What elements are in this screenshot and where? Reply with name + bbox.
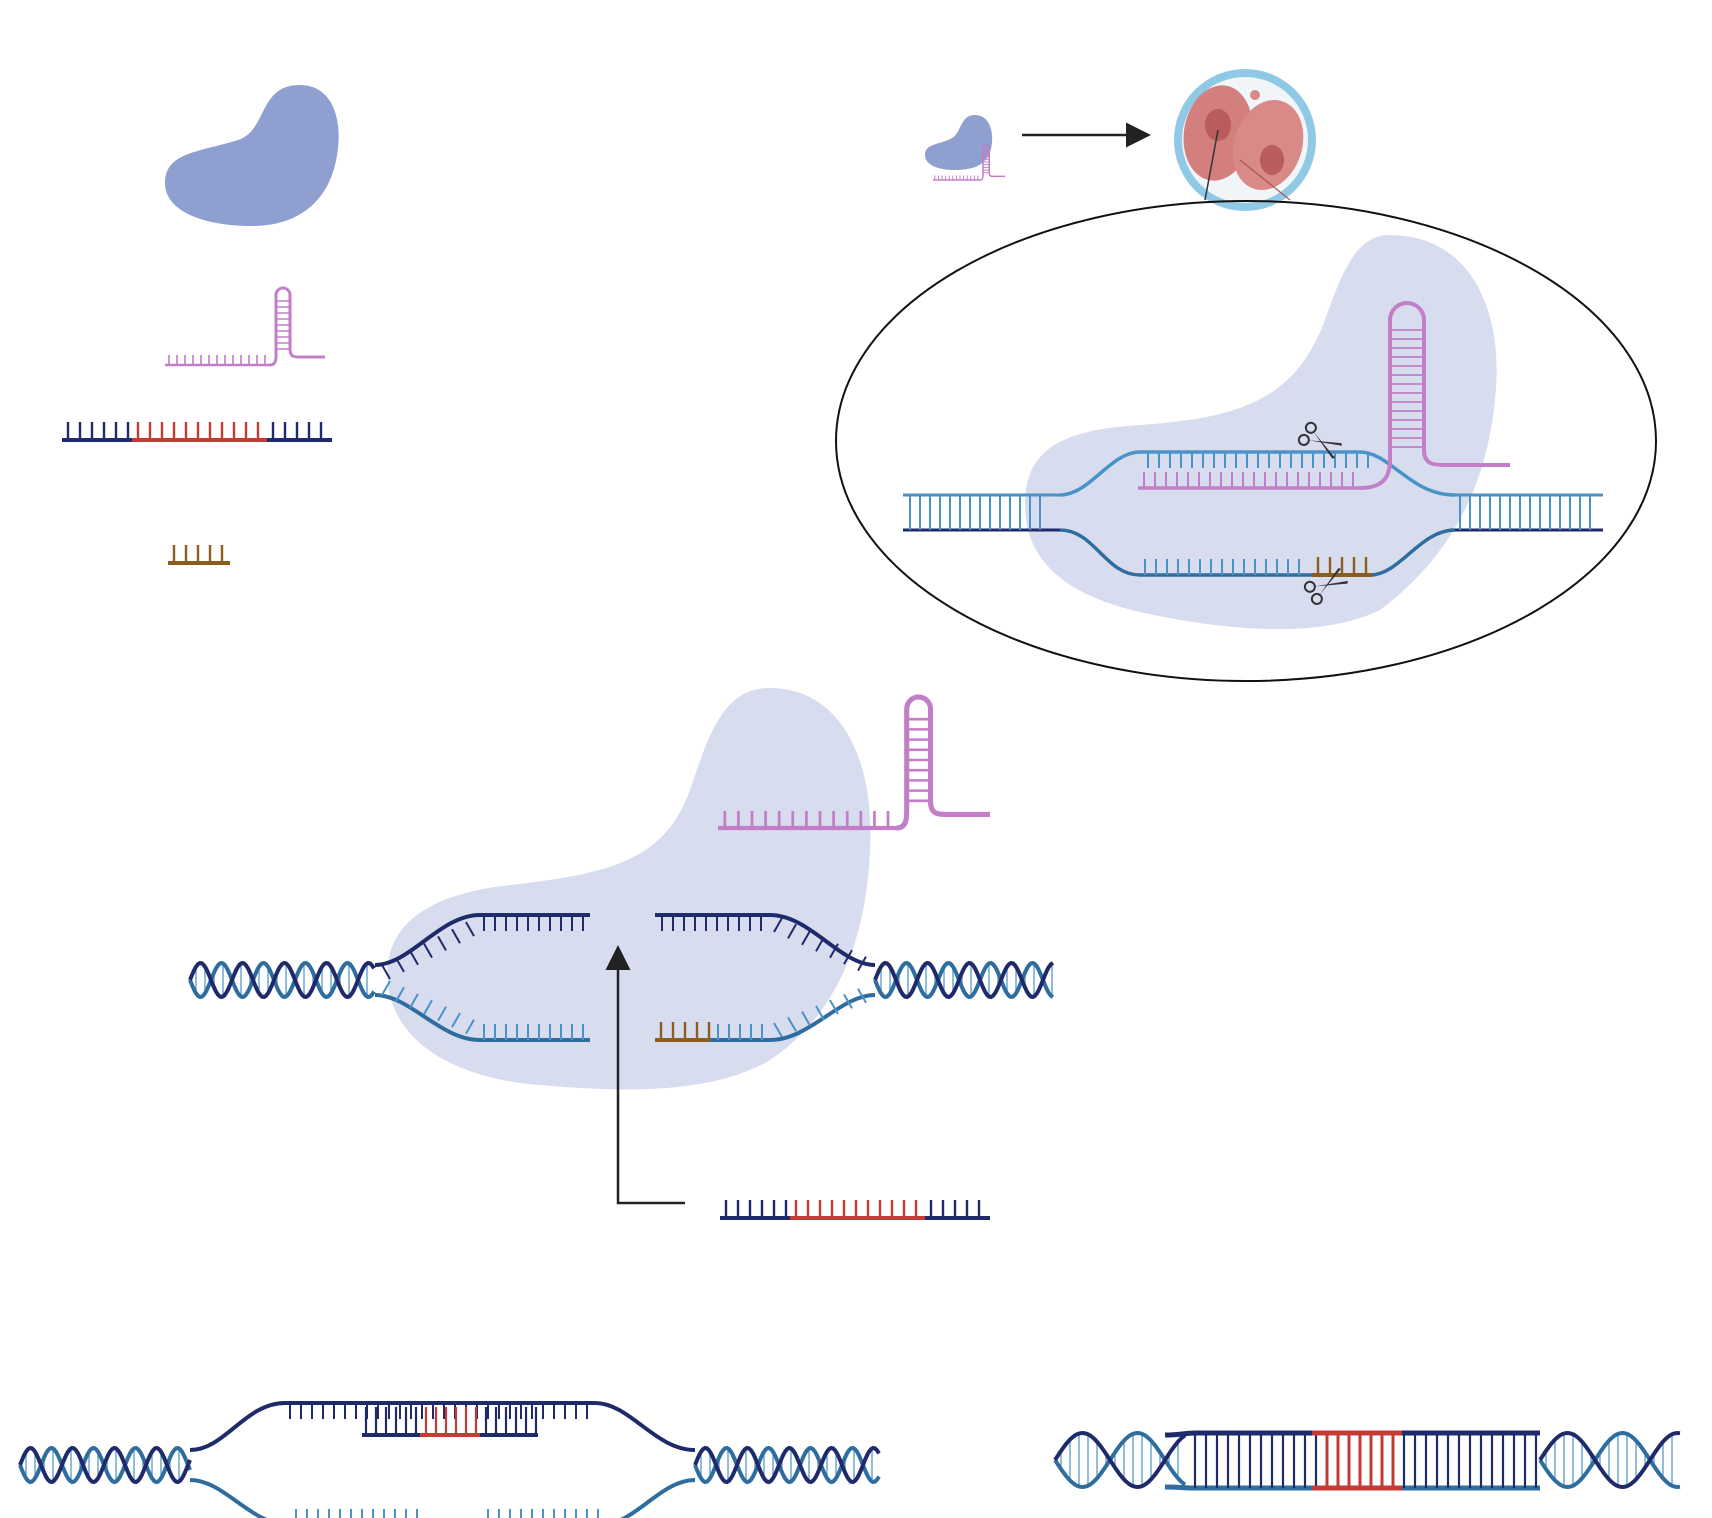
mid-donor-dna [720, 1200, 990, 1220]
cas9-protein-shape [387, 688, 871, 1090]
legend-donor-dna [62, 422, 332, 442]
pam-sequence-icon [168, 545, 230, 565]
cas9-protein-shape [1025, 235, 1497, 630]
donor-dna-icon [720, 1200, 990, 1220]
guide-rna-icon [165, 286, 325, 367]
cas9-protein-icon [165, 85, 339, 226]
legend-cas9-protein [165, 85, 339, 226]
legend-pam [168, 545, 230, 565]
scissors-icon [1303, 568, 1349, 605]
bottom-left-repair-intermediate [18, 1401, 881, 1518]
zoom-complex [903, 235, 1603, 630]
small-complex [925, 115, 1005, 181]
dsb-complex [188, 688, 1055, 1090]
hdr-arrow [605, 945, 685, 1205]
zoom-ellipse [835, 200, 1657, 682]
cas9-grna-complex-icon [925, 115, 993, 170]
legend-guide-rna [165, 286, 325, 367]
two-cell-embryo-icon [1174, 69, 1316, 211]
bottom-right-repaired-dna [1053, 1430, 1681, 1491]
donor-dna-icon [62, 422, 332, 442]
